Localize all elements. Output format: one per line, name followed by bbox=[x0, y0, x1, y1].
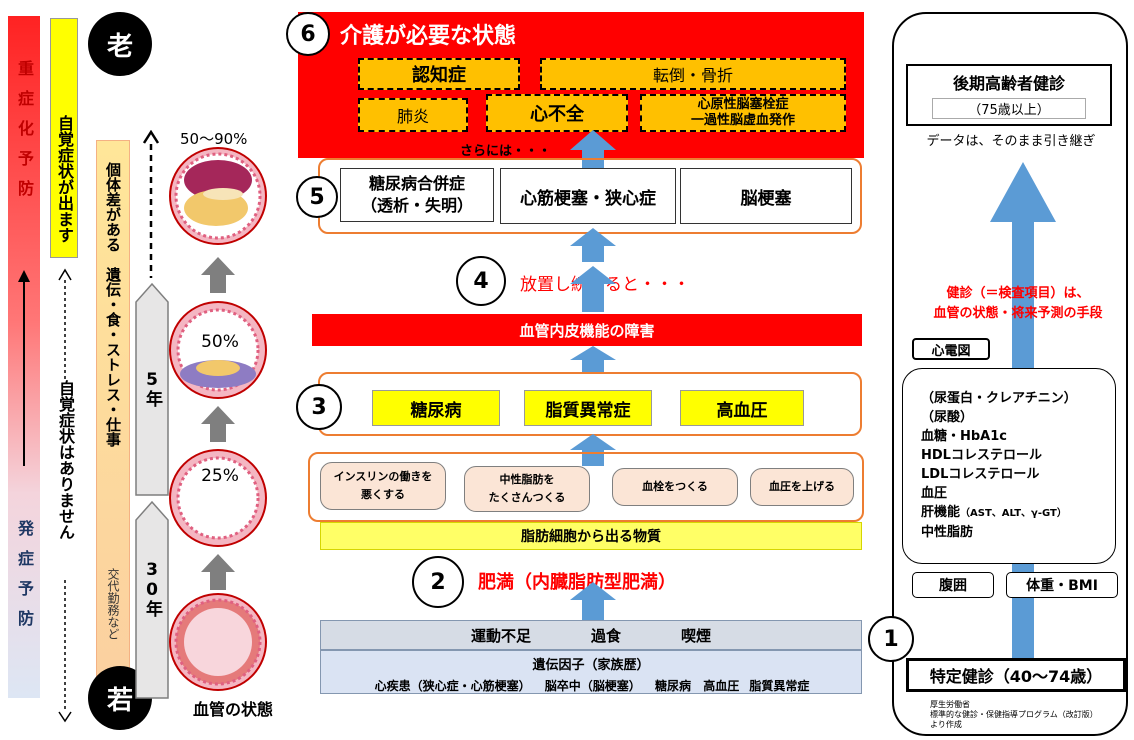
weight-bmi-box: 体重・BMI bbox=[1006, 572, 1118, 598]
diabetic-complications: 糖尿病合併症 （透析・失明） bbox=[340, 168, 494, 222]
genetic-diabetes: 糖尿病 bbox=[654, 679, 691, 693]
myocardial-infarction: 心筋梗塞・狭心症 bbox=[500, 168, 676, 224]
elderly-checkup-box: 後期高齢者健診 （75歳以上） bbox=[906, 64, 1112, 126]
test-liver: 肝機能 bbox=[921, 505, 961, 520]
test-blood-pressure: 血圧 bbox=[921, 486, 948, 501]
lifestyle-overeating: 過食 bbox=[590, 626, 621, 645]
severity-prevention-label: 重症化予防 bbox=[15, 60, 34, 210]
stage-1-number: 1 bbox=[868, 616, 914, 662]
outcome-heart-failure: 心不全 bbox=[486, 94, 628, 132]
source-note: 厚生労働省 標準的な健診・保健指導プログラム（改訂版） より作成 bbox=[930, 700, 1098, 729]
checkup-red-note: 健診（＝検査項目）は、 血管の状態・将来予測の手段 bbox=[933, 286, 1103, 321]
ecg-box: 心電図 bbox=[912, 338, 990, 360]
substance-thrombus: 血栓をつくる bbox=[612, 468, 738, 506]
elderly-checkup-title: 後期高齢者健診 bbox=[952, 74, 1065, 93]
care-required-title: 介護が必要な状態 bbox=[340, 24, 517, 49]
thirty-year-label: 30年 bbox=[142, 560, 162, 617]
test-glucose: 血糖・HbA1c bbox=[921, 429, 1007, 444]
arrow-up-icon bbox=[201, 406, 235, 442]
elderly-checkup-age: （75歳以上） bbox=[932, 98, 1086, 119]
test-ldl: LDLコレステロール bbox=[921, 467, 1040, 482]
test-liver-sub: （AST、ALT、γ-GT） bbox=[960, 508, 1067, 519]
blue-arrow-icon bbox=[570, 130, 616, 168]
genetic-heart: 心疾患（狭心症・心筋梗塞） bbox=[374, 679, 531, 693]
dashed-up-arrow-icon bbox=[142, 130, 160, 278]
vessel-50 bbox=[169, 301, 267, 399]
lifestyle-exercise: 運動不足 bbox=[470, 626, 531, 645]
checkup-panel bbox=[892, 12, 1128, 736]
specific-checkup-box: 特定健診（40〜74歳） bbox=[906, 658, 1126, 692]
waist-box: 腹囲 bbox=[912, 572, 994, 598]
five-year-label: 5年 bbox=[142, 370, 162, 407]
outcome-fall-fracture: 転倒・骨折 bbox=[540, 58, 846, 90]
up-arrow-icon bbox=[18, 270, 30, 466]
hypertension-box: 高血圧 bbox=[680, 390, 804, 426]
cerebral-infarction: 脳梗塞 bbox=[680, 168, 852, 224]
five-year-arrow-icon bbox=[135, 282, 169, 496]
vessel-severe bbox=[169, 147, 267, 245]
individual-difference-bar bbox=[96, 140, 130, 685]
individual-difference-sub: 交代勤務など bbox=[106, 568, 120, 640]
test-items-box: （尿蛋白・クレアチニン） （尿酸） 血糖・HbA1c HDLコレステロール LD… bbox=[902, 368, 1116, 564]
data-carryover-text: データは、そのまま引き継ぎ bbox=[926, 134, 1096, 149]
lifestyle-factors-bar: 運動不足 過食 喫煙 bbox=[320, 620, 862, 650]
substance-group bbox=[308, 452, 864, 522]
dyslipidemia-box: 脂質異常症 bbox=[524, 390, 652, 426]
blue-arrow-icon bbox=[570, 228, 616, 262]
stage-3-number: 3 bbox=[296, 384, 342, 430]
neglect-text: 放置し続けると・・・ bbox=[520, 275, 690, 295]
diabetes-box: 糖尿病 bbox=[372, 390, 500, 426]
genetic-factors-box: 遺伝因子（家族歴） 心疾患（狭心症・心筋梗塞） 脳卒中（脳梗塞） 糖尿病 高血圧… bbox=[320, 650, 862, 694]
vessel-pct-top: 50〜90% bbox=[180, 130, 248, 148]
arrow-up-icon bbox=[201, 257, 235, 293]
vessel-caption: 血管の状態 bbox=[192, 700, 273, 719]
blue-arrow-icon bbox=[570, 266, 616, 312]
furthermore-label: さらには・・・ bbox=[460, 144, 552, 159]
blue-arrow-icon bbox=[570, 434, 616, 466]
genetic-stroke: 脳卒中（脳梗塞） bbox=[544, 679, 641, 693]
outcome-cardiogenic-embolism: 心原性脳塞栓症 一過性脳虚血発作 bbox=[640, 94, 846, 132]
stage-6-number: 6 bbox=[286, 12, 330, 56]
individual-difference-label: 個体差がある 遺伝・食・ストレス・仕事 bbox=[104, 162, 122, 447]
thirty-year-arrow-icon bbox=[135, 500, 169, 699]
arrow-up-icon bbox=[201, 554, 235, 590]
genetic-hypertension: 高血圧 bbox=[703, 679, 740, 693]
symptoms-appear-label: 自覚症状が出ます bbox=[50, 18, 78, 258]
endothelium-damage-bar: 血管内皮機能の障害 bbox=[312, 314, 862, 346]
test-hdl: HDLコレステロール bbox=[921, 448, 1042, 463]
test-uric-acid: （尿酸） bbox=[921, 410, 974, 425]
genetic-dyslipidemia: 脂質異常症 bbox=[749, 679, 810, 693]
stage-5-number: 5 bbox=[296, 176, 338, 218]
test-triglyceride: 中性脂肪 bbox=[921, 525, 974, 540]
stage-2-number: 2 bbox=[412, 556, 464, 608]
onset-prevention-label: 発症予防 bbox=[15, 520, 34, 640]
old-age-badge: 老 bbox=[88, 12, 152, 76]
fat-cell-substance-bar: 脂肪細胞から出る物質 bbox=[320, 522, 862, 550]
vessel-healthy bbox=[169, 593, 267, 691]
blue-arrow-icon bbox=[570, 346, 616, 374]
outcome-pneumonia: 肺炎 bbox=[358, 98, 468, 132]
outcome-dementia: 認知症 bbox=[358, 58, 520, 90]
obesity-text: 肥満（内臓脂肪型肥満） bbox=[478, 572, 676, 593]
substance-blood-pressure: 血圧を上げる bbox=[750, 468, 854, 506]
blue-arrow-icon bbox=[570, 582, 616, 620]
stage-4-number: 4 bbox=[456, 256, 506, 306]
substance-insulin: インスリンの働きを 悪くする bbox=[320, 462, 446, 510]
vessel-50-label: 50% bbox=[201, 332, 239, 352]
genetic-title: 遺伝因子（家族歴） bbox=[532, 658, 650, 673]
no-symptoms-label: 自覚症状はありません bbox=[50, 380, 80, 580]
substance-triglyceride: 中性脂肪を たくさんつくる bbox=[464, 466, 590, 512]
lifestyle-smoking: 喫煙 bbox=[681, 626, 712, 645]
test-urine-protein: （尿蛋白・クレアチニン） bbox=[921, 391, 1077, 406]
vessel-25-label: 25% bbox=[201, 466, 239, 486]
vessel-25 bbox=[169, 449, 267, 547]
